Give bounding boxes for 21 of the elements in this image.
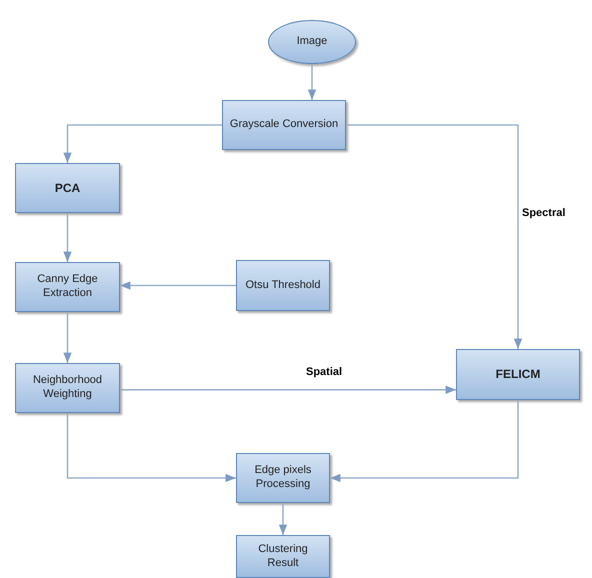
arrow (120, 281, 236, 290)
process-box: Clustering Result (236, 535, 330, 578)
process-box: FELICM (456, 349, 580, 400)
process-box: Grayscale Conversion (222, 100, 346, 150)
process-box: PCA (15, 163, 120, 213)
arrow (63, 213, 72, 262)
arrow (308, 64, 316, 100)
process-box: Neighborhood Weighting (15, 363, 120, 413)
arrow (330, 400, 519, 482)
edge-label: Spatial (304, 366, 344, 378)
process-box: Otsu Threshold (236, 260, 330, 311)
arrow (120, 386, 456, 394)
process-box: Canny Edge Extraction (15, 262, 120, 312)
process-box: Edge pixels Processing (236, 453, 330, 503)
arrow (66, 413, 236, 482)
start-ellipse: Image (268, 20, 356, 64)
arrow (278, 503, 288, 535)
edge-label: Spectral (520, 207, 568, 219)
arrow (346, 124, 522, 349)
arrow (63, 312, 72, 363)
arrow (63, 124, 222, 163)
